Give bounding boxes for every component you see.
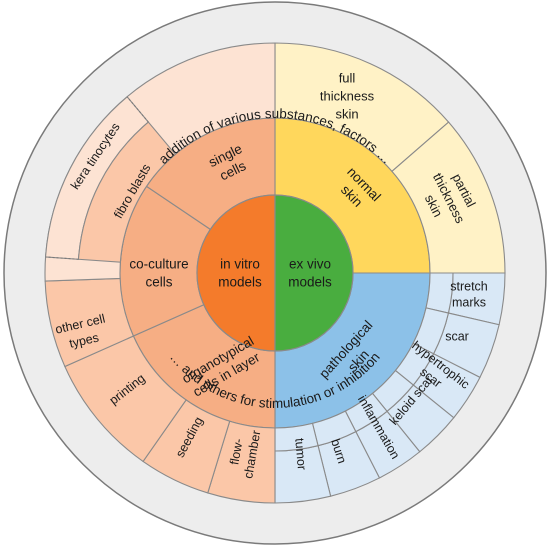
dotted-divider [126,96,149,123]
scar-label: scar [445,329,469,343]
ex-vivo-center [274,194,354,352]
in-vitro-center [196,194,276,352]
tumor-label: tumor [292,438,309,471]
dotted-divider [45,256,79,260]
dotted-dividers [45,96,149,260]
stretch-marks-segment-base [425,272,454,314]
